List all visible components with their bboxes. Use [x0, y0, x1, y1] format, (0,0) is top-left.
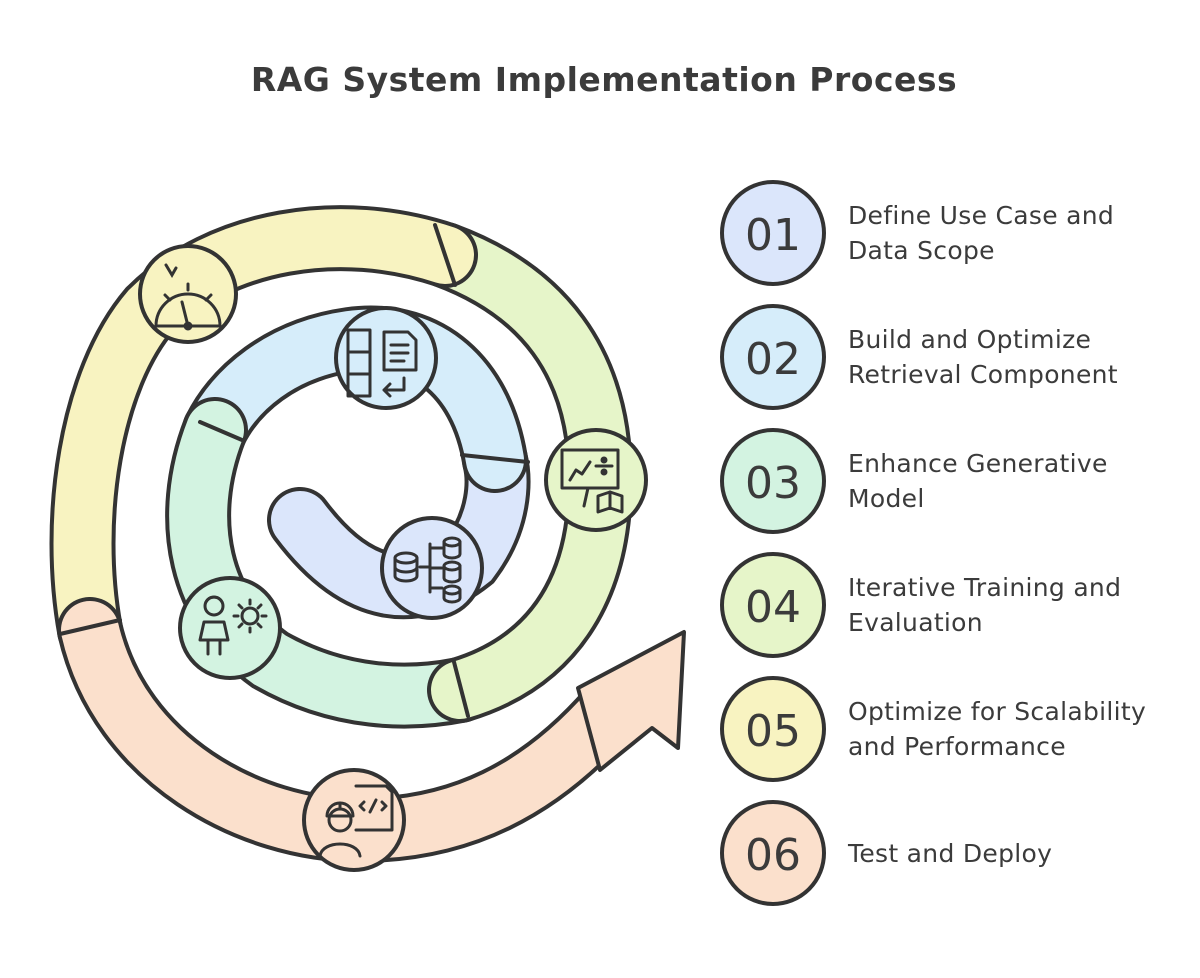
- step-1-badge: 01: [720, 180, 826, 286]
- step-5-badge: 05: [720, 676, 826, 782]
- icon-bubble-5: [138, 244, 238, 344]
- step-1-number: 01: [745, 210, 801, 261]
- step-5-number: 05: [745, 706, 801, 757]
- step-5: 05 Optimize for Scalability and Performa…: [718, 674, 1188, 784]
- step-3: 03 Enhance Generative Model: [718, 426, 1188, 536]
- step-3-number: 03: [745, 458, 801, 509]
- step-2-label: Build and Optimize Retrieval Component: [848, 325, 1118, 389]
- step-3-badge: 03: [720, 428, 826, 534]
- icon-bubble-3: [178, 576, 282, 680]
- document-retrieval-icon: [346, 328, 418, 398]
- step-6: 06 Test and Deploy: [718, 798, 1188, 908]
- step-4-badge: 04: [720, 552, 826, 658]
- database-icon: [393, 536, 462, 604]
- icon-bubble-2: [334, 306, 438, 410]
- icon-bubble-6: [302, 768, 406, 872]
- step-4: 04 Iterative Training and Evaluation: [718, 550, 1188, 660]
- icon-bubble-4: [544, 428, 648, 532]
- icon-bubble-1: [380, 516, 484, 620]
- step-2-badge: 02: [720, 304, 826, 410]
- arrow-head-icon: [576, 630, 686, 772]
- step-1-label: Define Use Case and Data Scope: [848, 201, 1115, 265]
- step-1: 01 Define Use Case and Data Scope: [718, 178, 1188, 288]
- gauge-icon: [154, 263, 222, 331]
- step-2-number: 02: [745, 334, 801, 385]
- step-5-label: Optimize for Scalability and Performance: [848, 697, 1147, 761]
- training-board-icon: [560, 448, 624, 514]
- step-2: 02 Build and Optimize Retrieval Componen…: [718, 302, 1188, 412]
- diagram-title: RAG System Implementation Process: [250, 60, 958, 99]
- step-4-number: 04: [745, 582, 801, 633]
- step-3-label: Enhance Generative Model: [848, 449, 1108, 513]
- developer-icon: [318, 784, 394, 858]
- step-6-label: Test and Deploy: [848, 838, 1053, 868]
- step-4-label: Iterative Training and Evaluation: [848, 573, 1122, 637]
- person-gear-icon: [198, 595, 268, 656]
- step-6-number: 06: [745, 830, 801, 881]
- step-6-badge: 06: [720, 800, 826, 906]
